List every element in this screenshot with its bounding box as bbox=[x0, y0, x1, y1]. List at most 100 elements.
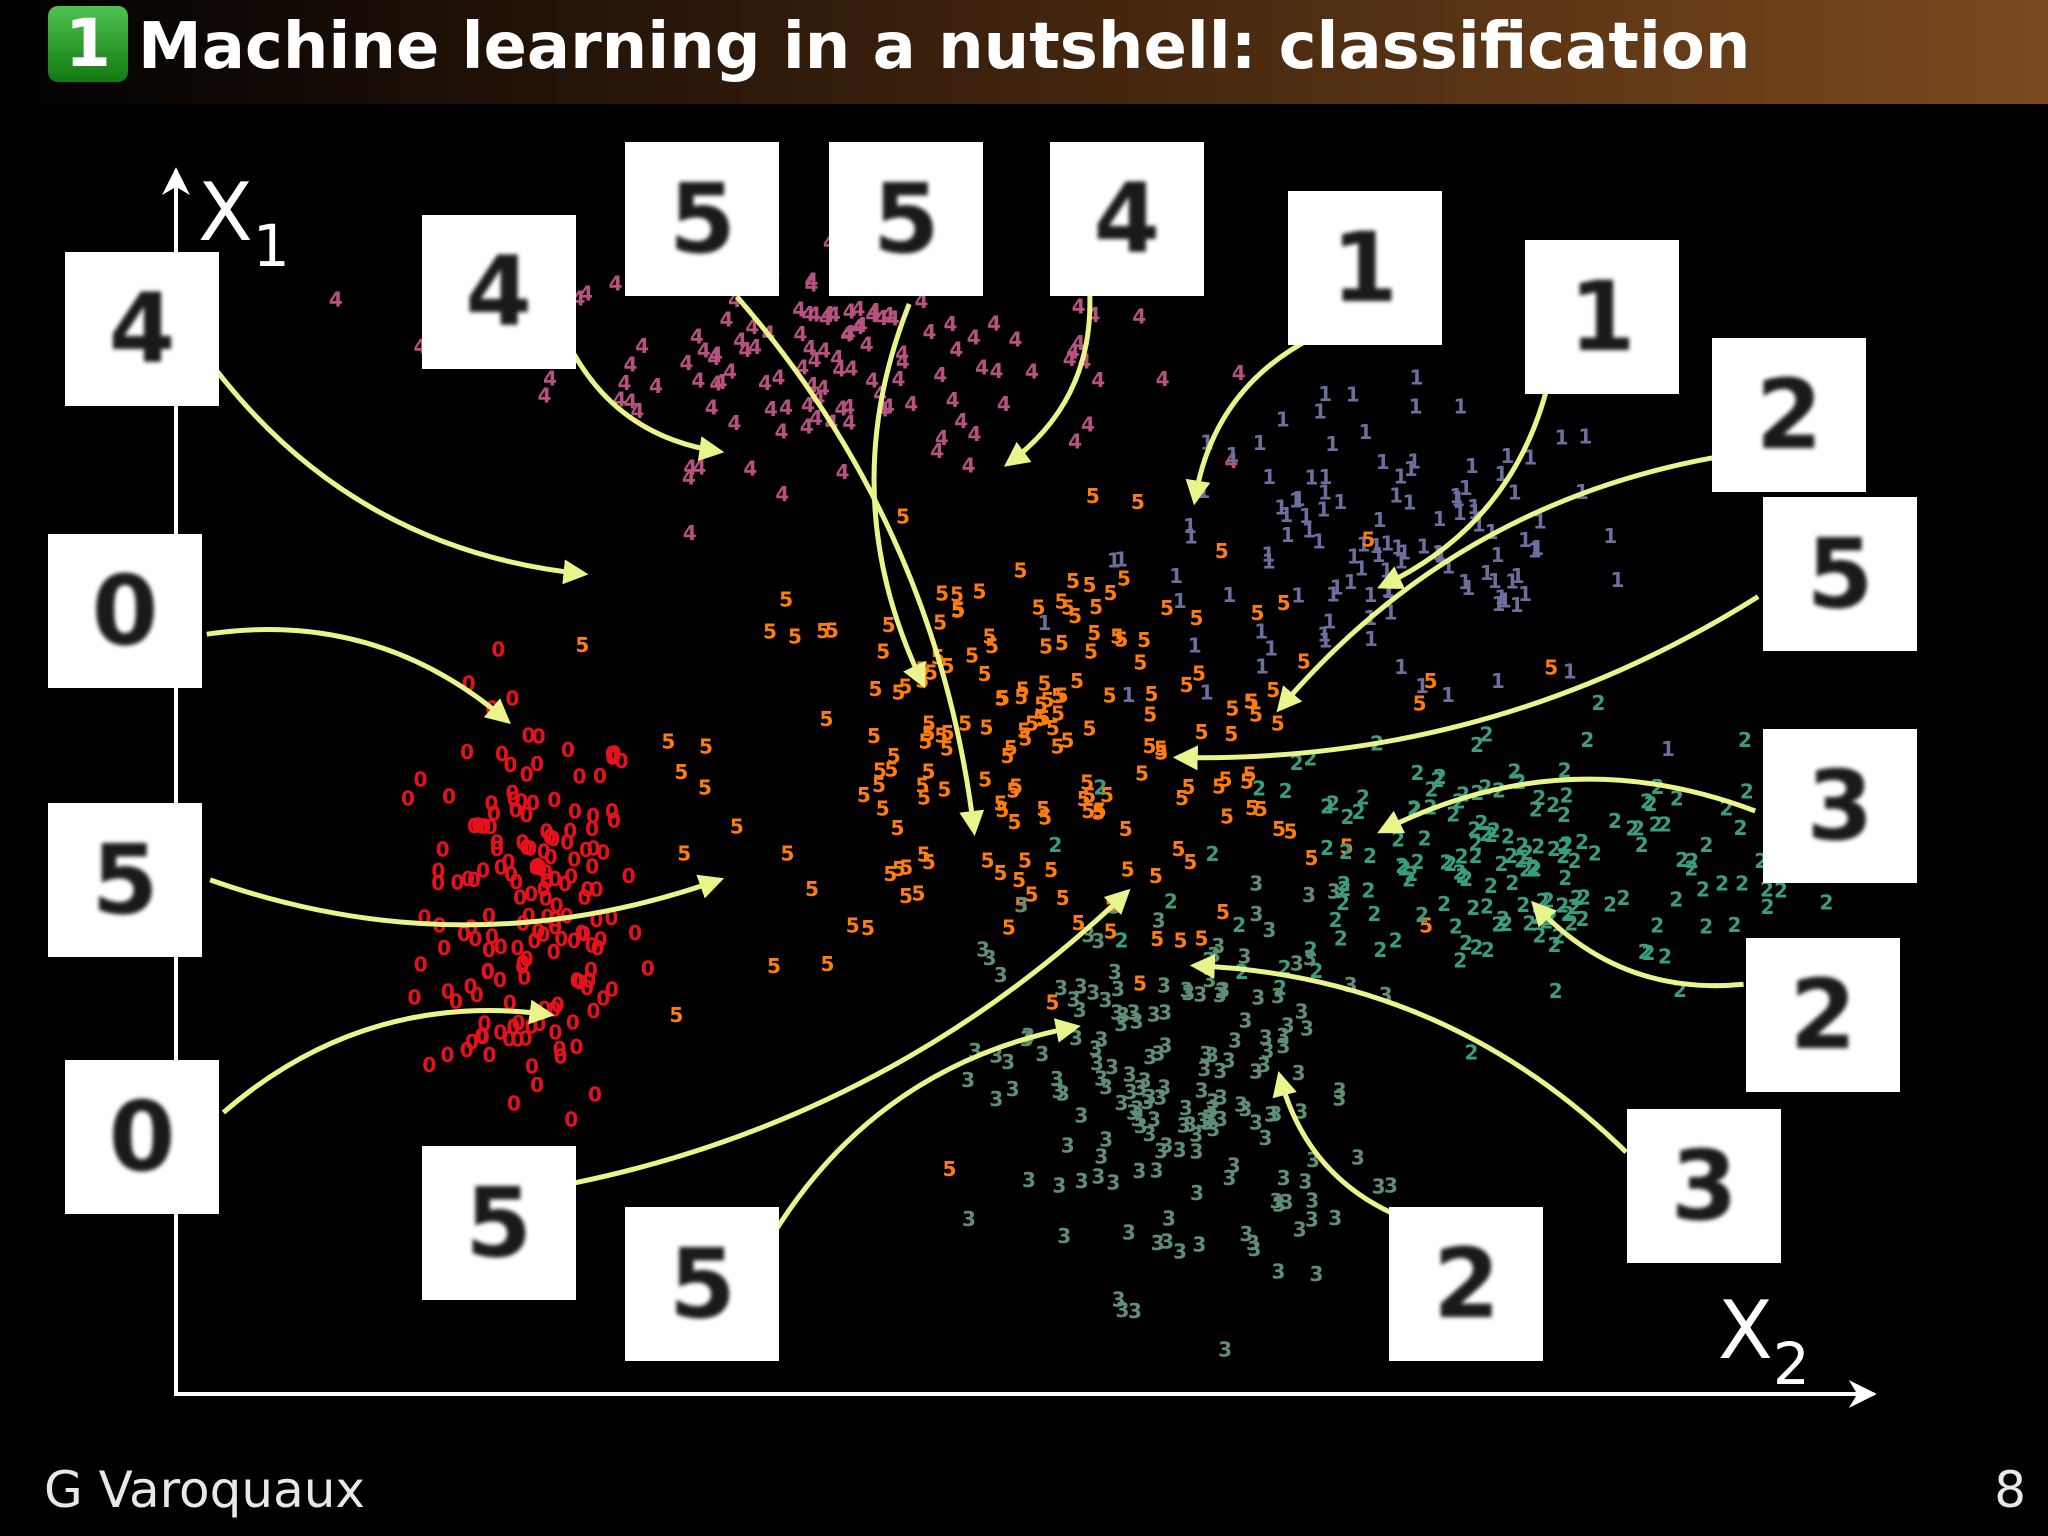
data-point-3: 3 bbox=[1260, 1039, 1274, 1063]
data-point-5: 5 bbox=[876, 796, 890, 820]
data-point-2: 2 bbox=[1205, 842, 1219, 866]
data-point-3: 3 bbox=[1193, 982, 1207, 1006]
data-point-3: 3 bbox=[1090, 1051, 1104, 1075]
data-point-5: 5 bbox=[1195, 927, 1209, 951]
sample-digit-image: 3 bbox=[1763, 729, 1918, 884]
data-point-5: 5 bbox=[1014, 685, 1028, 709]
data-point-1: 1 bbox=[1369, 534, 1383, 558]
data-point-0: 0 bbox=[578, 886, 592, 910]
data-point-2: 2 bbox=[1480, 894, 1494, 918]
data-point-4: 4 bbox=[690, 324, 704, 348]
data-point-3: 3 bbox=[1215, 979, 1229, 1003]
data-point-2: 2 bbox=[1484, 823, 1498, 847]
data-point-3: 3 bbox=[1114, 1012, 1128, 1036]
data-point-5: 5 bbox=[896, 505, 910, 529]
data-point-0: 0 bbox=[467, 868, 481, 892]
data-point-2: 2 bbox=[1532, 786, 1546, 810]
data-point-3: 3 bbox=[1052, 1079, 1066, 1103]
data-point-5: 5 bbox=[1297, 650, 1311, 674]
data-point-1: 1 bbox=[1373, 508, 1387, 532]
data-point-3: 3 bbox=[1152, 1042, 1166, 1066]
data-point-5: 5 bbox=[1068, 604, 1082, 628]
data-point-3: 3 bbox=[1099, 1128, 1113, 1152]
data-point-1: 1 bbox=[1397, 541, 1411, 565]
data-point-0: 0 bbox=[567, 848, 581, 872]
data-point-5: 5 bbox=[933, 610, 947, 634]
data-point-2: 2 bbox=[1561, 902, 1575, 926]
data-point-5: 5 bbox=[1091, 800, 1105, 824]
data-point-0: 0 bbox=[536, 922, 550, 946]
data-point-4: 4 bbox=[804, 269, 818, 293]
data-point-1: 1 bbox=[1188, 633, 1202, 657]
data-point-3: 3 bbox=[1258, 1126, 1272, 1150]
data-point-3: 3 bbox=[1190, 1181, 1204, 1205]
data-point-4: 4 bbox=[804, 273, 818, 297]
data-point-0: 0 bbox=[516, 830, 530, 854]
data-point-4: 4 bbox=[738, 338, 752, 362]
sample-digit-glyph: 0 bbox=[108, 1080, 176, 1193]
data-point-5: 5 bbox=[1087, 621, 1101, 645]
data-point-5: 5 bbox=[887, 744, 901, 768]
data-point-5: 5 bbox=[996, 686, 1010, 710]
data-point-2: 2 bbox=[1699, 915, 1713, 939]
data-point-0: 0 bbox=[507, 1091, 521, 1115]
data-point-5: 5 bbox=[1060, 728, 1074, 752]
sample-digit-glyph: 1 bbox=[1331, 211, 1398, 324]
data-point-0: 0 bbox=[553, 1045, 567, 1069]
data-point-2: 2 bbox=[1560, 783, 1574, 807]
data-point-1: 1 bbox=[1114, 548, 1128, 572]
data-point-5: 5 bbox=[1034, 693, 1048, 717]
data-point-3: 3 bbox=[1213, 1059, 1227, 1083]
data-point-5: 5 bbox=[1340, 834, 1354, 858]
data-point-1: 1 bbox=[1459, 476, 1473, 500]
data-point-3: 3 bbox=[1123, 1063, 1137, 1087]
title-bar: 1 Machine learning in a nutshell: classi… bbox=[0, 0, 2048, 104]
data-point-2: 2 bbox=[1164, 889, 1178, 913]
data-point-3: 3 bbox=[1074, 1104, 1088, 1128]
data-point-4: 4 bbox=[868, 299, 882, 323]
data-point-5: 5 bbox=[1150, 927, 1164, 951]
sample-digit-glyph: 4 bbox=[465, 236, 532, 349]
data-point-5: 5 bbox=[1018, 726, 1032, 750]
data-point-3: 3 bbox=[1239, 1009, 1253, 1033]
data-point-0: 0 bbox=[460, 740, 474, 764]
data-point-4: 4 bbox=[1132, 305, 1146, 329]
sample-digit-glyph: 5 bbox=[91, 823, 159, 936]
data-point-5: 5 bbox=[1304, 846, 1318, 870]
data-point-0: 0 bbox=[484, 815, 498, 839]
data-point-1: 1 bbox=[1451, 487, 1465, 511]
data-point-3: 3 bbox=[1238, 1097, 1252, 1121]
data-point-2: 2 bbox=[1320, 836, 1334, 860]
data-point-0: 0 bbox=[530, 1073, 544, 1097]
data-point-3: 3 bbox=[1158, 1000, 1172, 1024]
data-point-2: 2 bbox=[1514, 848, 1528, 872]
data-point-2: 2 bbox=[1397, 856, 1411, 880]
data-point-4: 4 bbox=[808, 348, 822, 372]
data-point-4: 4 bbox=[840, 322, 854, 346]
data-point-0: 0 bbox=[515, 954, 529, 978]
data-point-4: 4 bbox=[923, 320, 937, 344]
data-point-5: 5 bbox=[872, 773, 886, 797]
data-point-3: 3 bbox=[961, 1068, 975, 1092]
data-point-0: 0 bbox=[606, 745, 620, 769]
data-point-4: 4 bbox=[794, 322, 808, 346]
data-point-1: 1 bbox=[1173, 589, 1187, 613]
data-point-0: 0 bbox=[554, 927, 568, 951]
data-point-2: 2 bbox=[1453, 860, 1467, 884]
data-point-0: 0 bbox=[563, 819, 577, 843]
sample-digit-image: 1 bbox=[1525, 239, 1680, 394]
data-point-0: 0 bbox=[524, 882, 538, 906]
data-point-5: 5 bbox=[1284, 820, 1298, 844]
data-point-2: 2 bbox=[1373, 938, 1387, 962]
data-point-0: 0 bbox=[530, 752, 544, 776]
data-point-3: 3 bbox=[1105, 1055, 1119, 1079]
data-point-2: 2 bbox=[1048, 833, 1062, 857]
data-point-3: 3 bbox=[1234, 1093, 1248, 1117]
data-point-5: 5 bbox=[1083, 573, 1097, 597]
data-point-2: 2 bbox=[1479, 822, 1493, 846]
data-point-2: 2 bbox=[1591, 691, 1605, 715]
data-point-5: 5 bbox=[1104, 920, 1118, 944]
data-point-2: 2 bbox=[1433, 765, 1447, 789]
data-point-0: 0 bbox=[474, 1024, 488, 1048]
data-point-2: 2 bbox=[1617, 886, 1631, 910]
